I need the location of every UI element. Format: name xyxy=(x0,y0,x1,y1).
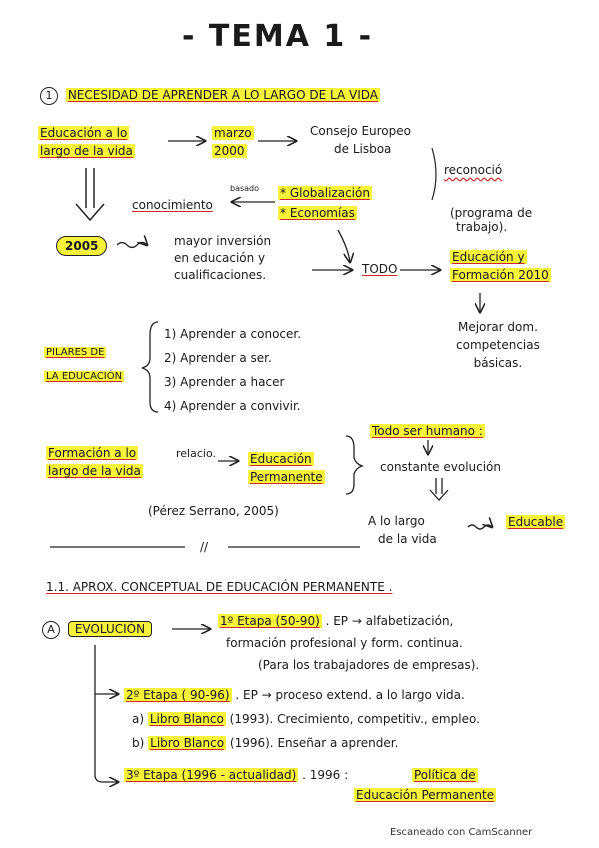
mejorar-line3: básicas. xyxy=(473,356,523,370)
etapa3-label: 3º Etapa (1996 - actualidad) xyxy=(124,768,299,782)
pilares-label: PILARES DE LA EDUCACIÓN xyxy=(44,344,125,384)
etapa2-b-prefix: b) xyxy=(132,736,145,750)
separator-mark: // xyxy=(200,540,209,554)
pilar-item: 2) Aprender a ser. xyxy=(164,351,272,365)
etapa3-row: 3º Etapa (1996 - actualidad) . 1996 : xyxy=(124,768,348,782)
pilares-line2: LA EDUCACIÓN xyxy=(44,371,125,382)
etapa3-text: . 1996 : xyxy=(302,768,349,782)
consejo-line1: Consejo Europeo xyxy=(310,124,411,138)
ep-line2: Permanente xyxy=(248,470,325,484)
programa-line1: (programa de xyxy=(450,206,533,220)
scanner-watermark: Escaneado con CamScanner xyxy=(390,827,533,838)
section1-heading: 1 NECESIDAD DE APRENDER A LO LARGO DE LA… xyxy=(40,87,380,105)
section1-number: 1 xyxy=(40,87,58,105)
formacion-line2: largo de la vida xyxy=(46,464,143,478)
page-title: - TEMA 1 - xyxy=(182,19,374,54)
etapa1-line3: (Para los trabajadores de empresas). xyxy=(258,658,480,672)
etapa1-text: . EP → alfabetización, xyxy=(325,614,454,628)
edu-block: Educación a lo largo de la vida xyxy=(38,126,135,158)
pilar-item: 4) Aprender a convivir. xyxy=(164,399,301,413)
etapa2-a-text: (1993). Crecimiento, competitiv., empleo… xyxy=(229,712,480,726)
etapa1-label: 1º Etapa (50-90) xyxy=(218,614,322,628)
largo-line1: A lo largo xyxy=(368,514,425,528)
conocimiento-text: conocimiento xyxy=(132,198,213,212)
etapa2-b-text: (1996). Enseñar a aprender. xyxy=(229,736,399,750)
consejo-block: Consejo Europeo de Lisboa xyxy=(310,124,411,156)
section11-letter: A xyxy=(42,621,60,639)
date-line1: marzo xyxy=(212,126,254,140)
ep-block: Educación Permanente xyxy=(248,452,325,484)
etapa1-line2: formación profesional y form. continua. xyxy=(226,636,463,650)
year-2005-badge: 2005 xyxy=(56,236,108,256)
formacion-block: Formación a lo largo de la vida xyxy=(46,446,143,478)
libro-blanco-b: Libro Blanco xyxy=(148,736,227,750)
constante-text: constante evolución xyxy=(380,460,502,474)
consejo-line2: de Lisboa xyxy=(334,142,392,156)
date-line2: 2000 xyxy=(212,144,247,158)
section11-heading: 1.1. APROX. CONCEPTUAL DE EDUCACIÓN PERM… xyxy=(46,580,393,594)
etapa2-a-row: a) Libro Blanco (1993). Crecimiento, com… xyxy=(132,712,480,726)
edu-line1: Educación a lo xyxy=(38,126,130,140)
ep-line1: Educación xyxy=(248,452,314,466)
etapa1-row: 1º Etapa (50-90) . EP → alfabetización, xyxy=(218,614,453,628)
etapa2-row: 2º Etapa ( 90-96) . EP → proceso extend.… xyxy=(124,688,465,702)
mejorar-line2: competencias xyxy=(456,338,540,352)
educable-text: Educable xyxy=(506,515,566,529)
todo-text: TODO xyxy=(362,262,398,276)
evolucion-row: A EVOLUCIÓN xyxy=(42,621,153,639)
etapa2-a-prefix: a) xyxy=(132,712,145,726)
libro-blanco-a: Libro Blanco xyxy=(147,712,226,726)
formacion-line1: Formación a lo xyxy=(46,446,139,460)
mayor-line3: cualificaciones. xyxy=(174,268,267,282)
largo-line2: de la vida xyxy=(378,532,437,546)
reconocio-text: reconoció xyxy=(444,163,503,177)
politica-line1: Política de xyxy=(412,768,478,782)
efp-block: Educación y Formación 2010 xyxy=(450,250,551,282)
programa-block: (programa de trabajo). xyxy=(450,206,532,234)
basado-text: basado xyxy=(230,184,260,193)
cita-text: (Pérez Serrano, 2005) xyxy=(148,504,279,518)
date-block: marzo 2000 xyxy=(212,126,254,158)
todo-ser-text: Todo ser humano : xyxy=(370,424,485,438)
mayor-block: mayor inversión en educación y cualifica… xyxy=(174,234,271,282)
pilares-line1: PILARES DE xyxy=(44,347,107,358)
etapa2-b-row: b) Libro Blanco (1996). Enseñar a aprend… xyxy=(132,736,398,750)
evolucion-box: EVOLUCIÓN xyxy=(67,621,153,637)
globalizacion-text: * Globalización xyxy=(278,186,372,200)
largo-block: A lo largo de la vida xyxy=(368,514,437,546)
pilar-item: 1) Aprender a conocer. xyxy=(164,327,302,341)
mejorar-line1: Mejorar dom. xyxy=(457,320,538,334)
edu-line2: largo de la vida xyxy=(38,144,135,158)
programa-line2: trabajo). xyxy=(456,220,508,234)
mejorar-block: Mejorar dom. competencias básicas. xyxy=(456,320,540,370)
etapa2-label: 2º Etapa ( 90-96) xyxy=(124,688,232,702)
pilar-item: 3) Aprender a hacer xyxy=(164,375,285,389)
mayor-line1: mayor inversión xyxy=(174,234,272,248)
mayor-line2: en educación y xyxy=(174,251,266,265)
efp-line2: Formación 2010 xyxy=(450,268,551,282)
politica-line2: Educación Permanente xyxy=(354,788,497,802)
etapa2-text: . EP → proceso extend. a lo largo vida. xyxy=(235,688,465,702)
relacio-text: relacio. xyxy=(176,447,216,460)
section1-title: NECESIDAD DE APRENDER A LO LARGO DE LA V… xyxy=(65,88,380,102)
economias-text: * Economías xyxy=(278,206,357,220)
efp-line1: Educación y xyxy=(450,250,527,264)
pilares-list: 1) Aprender a conocer. 2) Aprender a ser… xyxy=(164,322,301,418)
